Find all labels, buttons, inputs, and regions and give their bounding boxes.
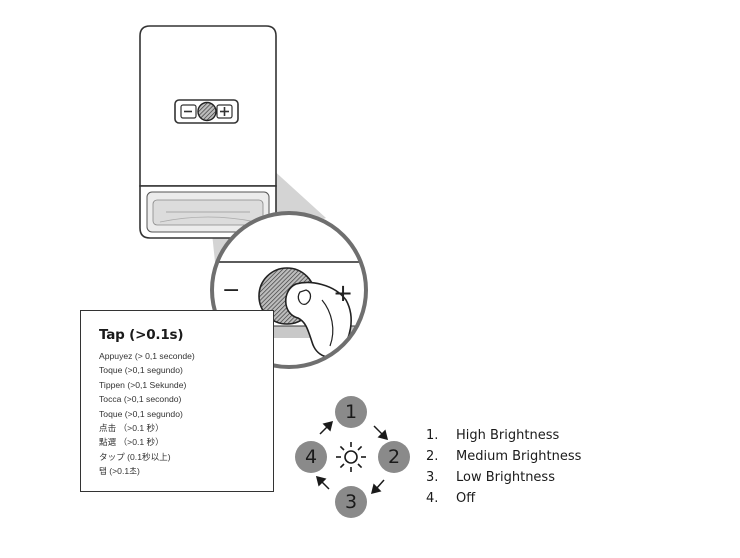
tap-translation: タップ (0.1秒以上) xyxy=(99,451,171,462)
minus-button[interactable] xyxy=(180,104,197,119)
tap-button[interactable] xyxy=(197,101,217,122)
cycle-arrows xyxy=(315,420,389,495)
tap-translation: Tippen (>0,1 Sekunde) xyxy=(99,379,187,390)
zoom-minus-label: − xyxy=(222,278,241,303)
device xyxy=(139,25,277,239)
sun-icon xyxy=(336,442,366,472)
zoom-plus-label: + xyxy=(333,279,354,307)
tap-translation: Appuyez (> 0,1 seconde) xyxy=(99,351,195,361)
tap-instructions-box: Tap (>0.1s) Appuyez (> 0,1 seconde) Toqu… xyxy=(80,310,274,492)
plus-button[interactable] xyxy=(216,104,233,119)
tap-translation: 点击 （>0.1 秒） xyxy=(99,423,164,434)
step-badge-3: 3 xyxy=(335,486,367,518)
arrow-icon xyxy=(315,475,330,490)
legend-item: 4.Off xyxy=(426,491,476,506)
step-badge-2: 2 xyxy=(378,441,410,473)
arrow-icon xyxy=(373,425,389,441)
step-badge-4: 4 xyxy=(295,441,327,473)
legend-item: 3.Low Brightness xyxy=(426,470,555,485)
step-badge-1: 1 xyxy=(335,396,367,428)
tap-translation: 點選 （>0.1 秒） xyxy=(99,437,164,448)
tap-translations: Appuyez (> 0,1 seconde) Toque (>0,1 segu… xyxy=(99,349,273,479)
legend-item: 1.High Brightness xyxy=(426,428,560,443)
tap-translation: Toque (>0,1 segundo) xyxy=(99,365,183,376)
tap-translation: 탭 (>0.1초) xyxy=(99,466,140,477)
tap-translation: Tocca (>0,1 secondo) xyxy=(99,394,182,405)
brightness-legend: 1.High Brightness 2.Medium Brightness 3.… xyxy=(426,425,581,509)
tap-translation: Toque (>0,1 segundo) xyxy=(99,408,183,419)
arrow-icon xyxy=(319,420,334,435)
tap-title: Tap (>0.1s) xyxy=(99,327,184,343)
arrow-icon xyxy=(370,479,385,495)
legend-item: 2.Medium Brightness xyxy=(426,449,582,464)
